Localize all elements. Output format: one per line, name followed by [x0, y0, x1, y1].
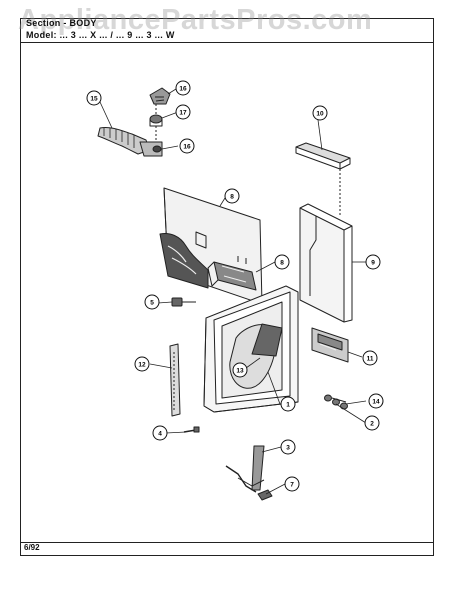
callout-number: 11	[367, 355, 374, 362]
footer-rule	[20, 542, 434, 543]
callout-circle	[175, 80, 191, 96]
callout-circle	[144, 294, 160, 310]
front-panel-frame	[203, 285, 299, 413]
callout-8: 8	[274, 254, 290, 270]
footer-date: 6/92	[24, 543, 40, 552]
clip-parts	[324, 394, 348, 410]
callout-number: 13	[236, 367, 244, 374]
callout-circle	[280, 439, 296, 455]
callout-circle	[175, 104, 191, 120]
callout-number: 16	[183, 143, 191, 150]
callout-2: 2	[364, 415, 380, 431]
callout-number: 9	[371, 259, 375, 266]
callout-circle	[362, 350, 378, 366]
callout-circle	[86, 90, 102, 106]
callout-17: 17	[175, 104, 191, 120]
callout-circle	[179, 138, 195, 154]
callout-number: 14	[372, 398, 380, 405]
watermark: AppliancePartsPros.com	[18, 4, 373, 36]
callout-12: 12	[134, 356, 150, 372]
callout-circle	[368, 393, 384, 409]
callout-16: 16	[175, 80, 191, 96]
callout-14: 14	[368, 393, 384, 409]
screw-small	[183, 426, 200, 433]
model-line: Model: ... 3 ... X ... / ... 9 ... 3 ...…	[26, 30, 175, 40]
callout-5: 5	[144, 294, 160, 310]
leader-lines	[99, 88, 367, 495]
callout-7: 7	[284, 476, 300, 492]
callout-number: 8	[230, 193, 234, 200]
top-panel	[295, 142, 351, 215]
callout-circle	[274, 254, 290, 270]
callout-number: 15	[90, 95, 98, 102]
callout-13: 13	[232, 362, 248, 378]
callout-circle	[232, 362, 248, 378]
diagram-frame	[20, 18, 434, 556]
callout-4: 4	[152, 425, 168, 441]
callout-circle	[312, 105, 328, 121]
callout-number: 2	[370, 420, 374, 427]
callout-number: 16	[179, 85, 187, 92]
section-title: Section - BODY	[26, 18, 97, 28]
callout-circle	[280, 396, 296, 412]
hose-assembly	[97, 87, 171, 157]
callout-circle	[134, 356, 150, 372]
callout-circle	[364, 415, 380, 431]
callout-15: 15	[86, 90, 102, 106]
callout-number: 7	[290, 481, 294, 488]
side-panel	[299, 203, 353, 323]
callout-number: 10	[316, 110, 324, 117]
leg-assembly	[225, 445, 273, 501]
callout-number: 12	[138, 361, 146, 368]
callout-9: 9	[365, 254, 381, 270]
hinge-strip	[169, 343, 181, 417]
callout-circle	[365, 254, 381, 270]
control-panel	[311, 327, 349, 363]
callout-11: 11	[362, 350, 378, 366]
callout-3: 3	[280, 439, 296, 455]
callout-8: 8	[224, 188, 240, 204]
bracket	[207, 256, 257, 291]
callout-circle	[284, 476, 300, 492]
callout-16: 16	[179, 138, 195, 154]
callout-number: 5	[150, 299, 154, 306]
callout-number: 3	[286, 444, 290, 451]
callout-circle	[152, 425, 168, 441]
screw	[171, 297, 196, 307]
callout-10: 10	[312, 105, 328, 121]
callout-1: 1	[280, 396, 296, 412]
header-rule	[20, 42, 434, 43]
callout-circle	[224, 188, 240, 204]
callout-number: 17	[179, 109, 187, 116]
callout-number: 4	[158, 430, 162, 437]
callout-number: 1	[286, 401, 290, 408]
callout-number: 8	[280, 259, 284, 266]
